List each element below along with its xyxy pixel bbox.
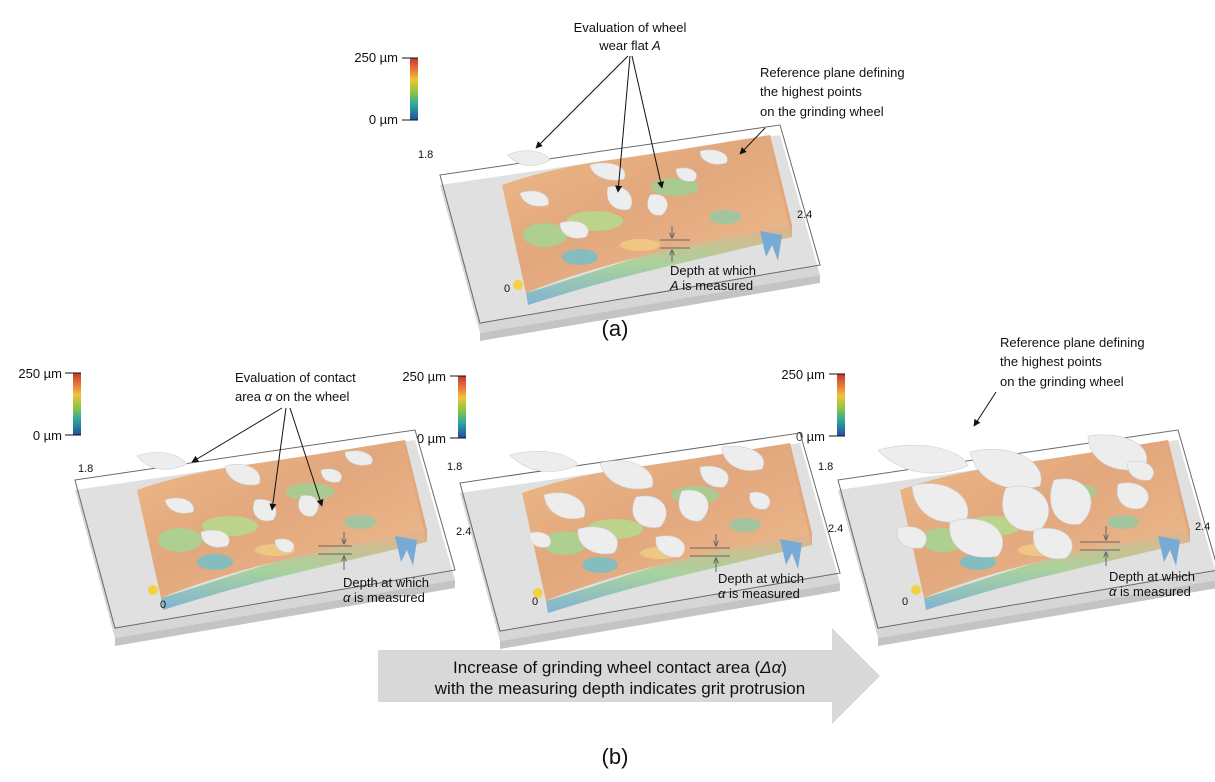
- progression-line1: Increase of grinding wheel contact area …: [453, 658, 787, 677]
- axis-b3-ymax: 1.8: [818, 461, 833, 473]
- eval-b-arrows: [191, 407, 324, 511]
- colorbar-b1: 250 µm 0 µm: [18, 366, 81, 443]
- depth-b3-line2: α is measured: [1109, 584, 1191, 599]
- colorbar-a-max: 250 µm: [354, 50, 398, 65]
- eval-a-arrows: [535, 55, 665, 193]
- axis-b1-xmax: 2.4: [456, 526, 471, 538]
- axis-b3-origin: 0: [902, 596, 908, 608]
- caption-a: (a): [602, 316, 629, 341]
- colorbar-b3-max: 250 µm: [781, 367, 825, 382]
- plane-b-line3: on the grinding wheel: [1000, 374, 1124, 389]
- eval-a-line1: Evaluation of wheel: [574, 20, 687, 35]
- plane-b-line2: the highest points: [1000, 354, 1102, 369]
- axis-a-xmax: 2.4: [797, 209, 812, 221]
- plane-b-line1: Reference plane defining: [1000, 335, 1145, 350]
- axis-b2-origin: 0: [532, 596, 538, 608]
- panel-a: 250 µm 0 µm 1.8 2.4 0 Evaluation of whee…: [354, 20, 905, 342]
- caption-b: (b): [602, 744, 629, 769]
- axis-b2-ymax: 1.8: [447, 461, 462, 473]
- colorbar-b1-max: 250 µm: [18, 366, 62, 381]
- colorbar-b3-min: 0 µm: [796, 429, 825, 444]
- depth-a-line2: A is measured: [669, 278, 753, 293]
- depth-b1-marker: [318, 532, 352, 570]
- depth-a-line1: Depth at which: [670, 263, 756, 278]
- depth-b3-marker: [1080, 526, 1120, 566]
- colorbar-b3: 250 µm 0 µm: [781, 367, 845, 444]
- plane-a-line1: Reference plane defining: [760, 65, 905, 80]
- axis-a-ymax: 1.8: [418, 149, 433, 161]
- plane-a-line3: on the grinding wheel: [760, 104, 884, 119]
- depth-b3-line1: Depth at which: [1109, 569, 1195, 584]
- progression-arrow: Increase of grinding wheel contact area …: [378, 628, 880, 724]
- depth-b1-line1: Depth at which: [343, 575, 429, 590]
- colorbar-a: [410, 58, 418, 120]
- eval-b-line2: area α on the wheel: [235, 389, 350, 404]
- axis-b2-xmax: 2.4: [828, 523, 843, 535]
- panel-b: 250 µm 0 µm 250 µm 0 µm 250 µm 0 µm: [18, 335, 1215, 769]
- surface-plot-b1: [74, 429, 456, 647]
- colorbar-b2-min: 0 µm: [417, 431, 446, 446]
- progression-line2: with the measuring depth indicates grit …: [434, 679, 805, 698]
- colorbar-b1-min: 0 µm: [33, 428, 62, 443]
- colorbar-a-min: 0 µm: [369, 112, 398, 127]
- depth-a-marker: [660, 226, 690, 262]
- depth-b2-line1: Depth at which: [718, 571, 804, 586]
- eval-b-line1: Evaluation of contact: [235, 370, 356, 385]
- colorbar-b2-max: 250 µm: [402, 369, 446, 384]
- axis-b1-ymax: 1.8: [78, 463, 93, 475]
- depth-b2-marker: [690, 534, 730, 572]
- surface-plot-b2: [459, 432, 841, 650]
- plane-a-line2: the highest points: [760, 84, 862, 99]
- axis-a-origin: 0: [504, 283, 510, 295]
- axis-b3-xmax: 2.4: [1195, 521, 1210, 533]
- depth-b2-line2: α is measured: [718, 586, 800, 601]
- surface-plot-a: [439, 124, 821, 342]
- eval-a-line2: wear flat A: [598, 38, 660, 53]
- axis-b1-origin: 0: [160, 599, 166, 611]
- depth-b1-line2: α is measured: [343, 590, 425, 605]
- surface-plot-b3: [837, 429, 1215, 647]
- colorbar-b2: 250 µm 0 µm: [402, 369, 466, 446]
